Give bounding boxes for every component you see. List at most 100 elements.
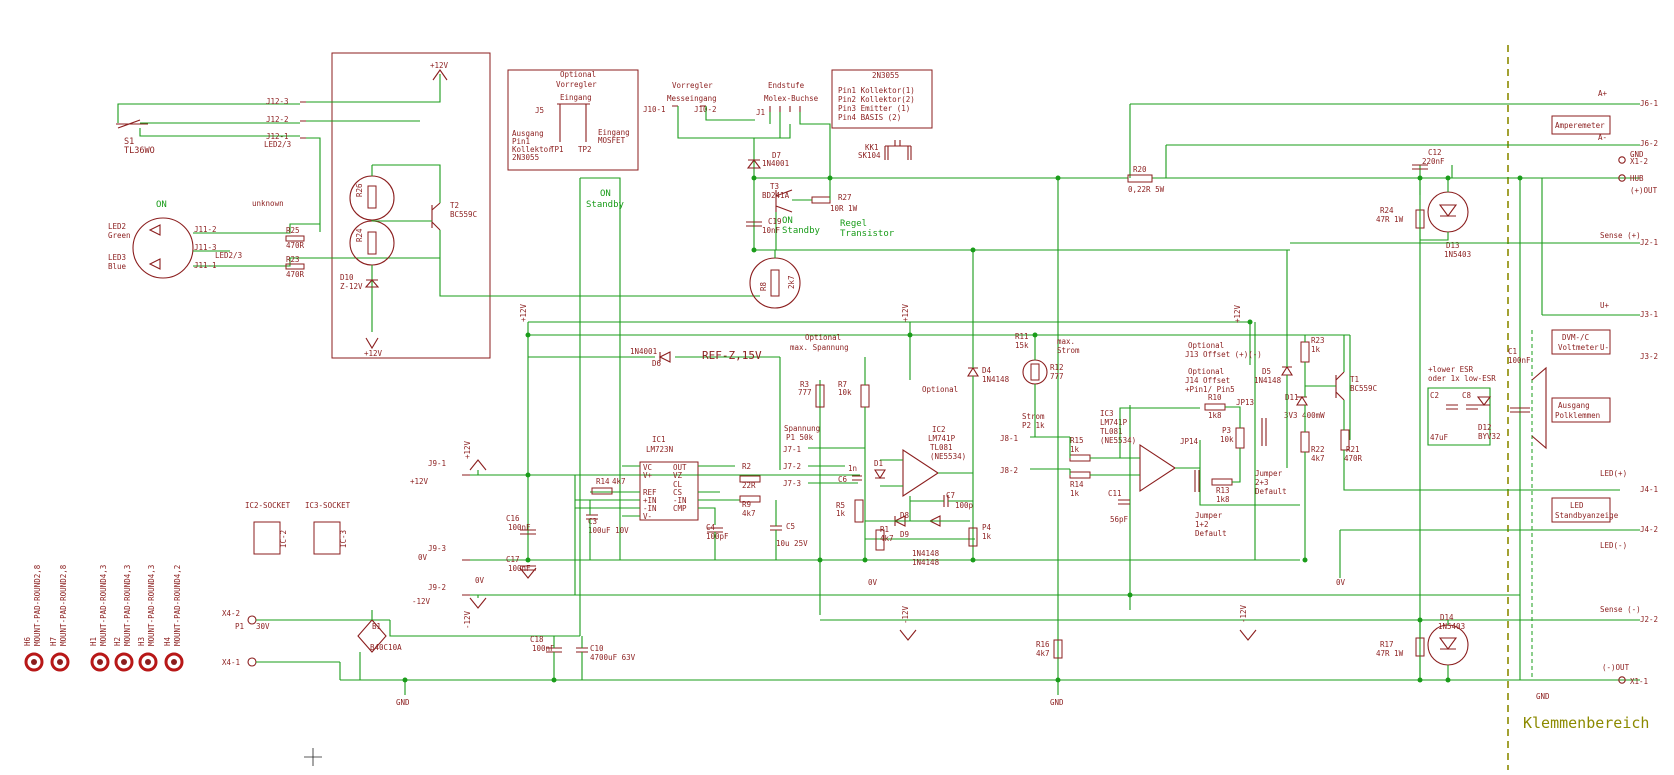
svg-text:T1: T1	[1350, 375, 1359, 384]
svg-text:LED3: LED3	[108, 253, 126, 262]
svg-text:22R: 22R	[742, 481, 756, 490]
svg-text:1n: 1n	[848, 464, 857, 473]
svg-text:10nF: 10nF	[762, 226, 781, 235]
svg-text:LED(+): LED(+)	[1600, 469, 1627, 478]
svg-text:OUT: OUT	[673, 463, 687, 472]
svg-text:100nF: 100nF	[1508, 356, 1531, 365]
svg-text:47R 1W: 47R 1W	[1376, 649, 1404, 658]
svg-text:1N4148: 1N4148	[982, 375, 1010, 384]
svg-text:TL081: TL081	[1100, 427, 1123, 436]
svg-text:C12: C12	[1428, 148, 1442, 157]
svg-text:R9: R9	[742, 500, 751, 509]
svg-text:IC2-SOCKET: IC2-SOCKET	[245, 501, 291, 510]
svg-text:U+: U+	[1600, 301, 1610, 310]
svg-text:MOUNT-PAD-ROUND4,2: MOUNT-PAD-ROUND4,2	[173, 565, 182, 646]
svg-text:Polklemmen: Polklemmen	[1555, 411, 1600, 420]
svg-text:+12V: +12V	[519, 303, 528, 322]
svg-text:Green: Green	[108, 231, 131, 240]
ic3-block: IC3 LM741P TL081 (NE5534) R15 1k R14 1k …	[1069, 341, 1287, 538]
svg-text:JP14: JP14	[1180, 437, 1199, 446]
svg-text:(NE5534): (NE5534)	[930, 452, 966, 461]
svg-text:SK104: SK104	[858, 151, 881, 160]
svg-text:H6: H6	[23, 636, 32, 646]
svg-text:Vorregler: Vorregler	[672, 81, 713, 90]
svg-text:Pin1 Kollektor(1): Pin1 Kollektor(1)	[838, 86, 915, 95]
svg-text:HUB: HUB	[1630, 174, 1644, 183]
svg-text:R13: R13	[1216, 486, 1230, 495]
svg-text:470R: 470R	[286, 270, 305, 279]
power-stage: D7 1N4001 T3 BD241A R27 10R 1W C19 10nF …	[580, 138, 1290, 560]
svg-text:47R 1W: 47R 1W	[1376, 215, 1404, 224]
svg-text:J11-2: J11-2	[194, 225, 217, 234]
svg-text:0V: 0V	[475, 576, 485, 585]
svg-text:1N4001: 1N4001	[762, 159, 789, 168]
svg-text:P2 1k: P2 1k	[1022, 421, 1045, 430]
svg-text:Eingang: Eingang	[560, 93, 592, 102]
svg-text:VC: VC	[643, 463, 652, 472]
svg-text:J9-3: J9-3	[428, 544, 446, 553]
svg-text:BC559C: BC559C	[450, 210, 477, 219]
svg-text:2k7: 2k7	[787, 275, 796, 289]
svg-text:B1: B1	[372, 622, 381, 631]
svg-text:15k: 15k	[1015, 341, 1029, 350]
svg-text:Kollektor: Kollektor	[512, 145, 553, 154]
svg-text:J11-3: J11-3	[194, 243, 217, 252]
supply-section: J9-1 +12V J9-3 0V J9-2 -12V +12V -12V +1…	[222, 178, 1346, 707]
svg-text:100uF 10V: 100uF 10V	[588, 526, 629, 535]
svg-text:TP1: TP1	[550, 145, 564, 154]
svg-text:LED2/3: LED2/3	[215, 251, 242, 260]
svg-text:Endstufe: Endstufe	[768, 81, 805, 90]
svg-text:4k7: 4k7	[1311, 454, 1325, 463]
svg-text:J12-1: J12-1	[266, 132, 289, 141]
svg-text:D8: D8	[900, 511, 910, 520]
svg-text:Default: Default	[1195, 529, 1227, 538]
svg-text:A+: A+	[1598, 89, 1608, 98]
svg-text:4k7: 4k7	[880, 534, 894, 543]
svg-text:P4: P4	[982, 523, 992, 532]
svg-text:(+)OUT: (+)OUT	[1630, 186, 1658, 195]
svg-text:Regel: Regel	[840, 219, 867, 229]
svg-text:1N4148: 1N4148	[1254, 376, 1282, 385]
svg-text:1k: 1k	[1070, 489, 1080, 498]
svg-text:+12V: +12V	[410, 477, 429, 486]
svg-text:-12V: -12V	[463, 610, 472, 629]
svg-text:D11: D11	[1285, 393, 1299, 402]
svg-text:(-)OUT: (-)OUT	[1602, 663, 1630, 672]
svg-text:LM723N: LM723N	[646, 445, 673, 454]
svg-text:IC3: IC3	[1100, 409, 1114, 418]
svg-text:H1: H1	[89, 637, 98, 646]
svg-text:H4: H4	[163, 636, 172, 646]
svg-text:R26: R26	[355, 183, 364, 197]
svg-text:KK1: KK1	[865, 143, 879, 152]
svg-text:CL: CL	[673, 480, 683, 489]
klemmen-label: Klemmenbereich	[1523, 714, 1649, 732]
svg-text:MOUNT-PAD-ROUND2,8: MOUNT-PAD-ROUND2,8	[59, 564, 68, 646]
s1-label: S1	[124, 137, 134, 147]
svg-text:C5: C5	[786, 522, 795, 531]
svg-text:IC2: IC2	[932, 425, 946, 434]
svg-text:IC3-SOCKET: IC3-SOCKET	[305, 501, 351, 510]
ic2-block: IC2 LM741P TL081 (NE5534) C7 100p P4 1k …	[880, 425, 992, 567]
svg-text:56pF: 56pF	[1110, 515, 1129, 524]
svg-text:REF-Z,15V: REF-Z,15V	[702, 349, 762, 362]
svg-text:10u 25V: 10u 25V	[776, 539, 808, 548]
svg-text:R21: R21	[1346, 445, 1360, 454]
svg-text:1k: 1k	[982, 532, 992, 541]
svg-text:Standby: Standby	[586, 200, 625, 210]
svg-text:R25: R25	[286, 226, 300, 235]
s1-type: TL36WO	[124, 146, 155, 156]
svg-text:Pin1: Pin1	[512, 137, 530, 146]
svg-text:0V: 0V	[418, 553, 428, 562]
svg-text:MOUNT-PAD-ROUND2,8: MOUNT-PAD-ROUND2,8	[33, 564, 42, 646]
svg-text:R17: R17	[1380, 640, 1394, 649]
svg-text:R14: R14	[596, 477, 610, 486]
svg-text:4k7: 4k7	[742, 509, 756, 518]
svg-text:C7: C7	[946, 491, 955, 500]
svg-text:D6: D6	[652, 359, 662, 368]
svg-text:R27: R27	[838, 193, 852, 202]
svg-text:P1: P1	[235, 622, 244, 631]
svg-text:Optional: Optional	[1188, 367, 1224, 376]
svg-text:D13: D13	[1446, 241, 1460, 250]
svg-text:J9-2: J9-2	[428, 583, 446, 592]
output-section: +lower ESR oder 1x low-ESR C2 C8 47uF D1…	[340, 178, 1658, 707]
